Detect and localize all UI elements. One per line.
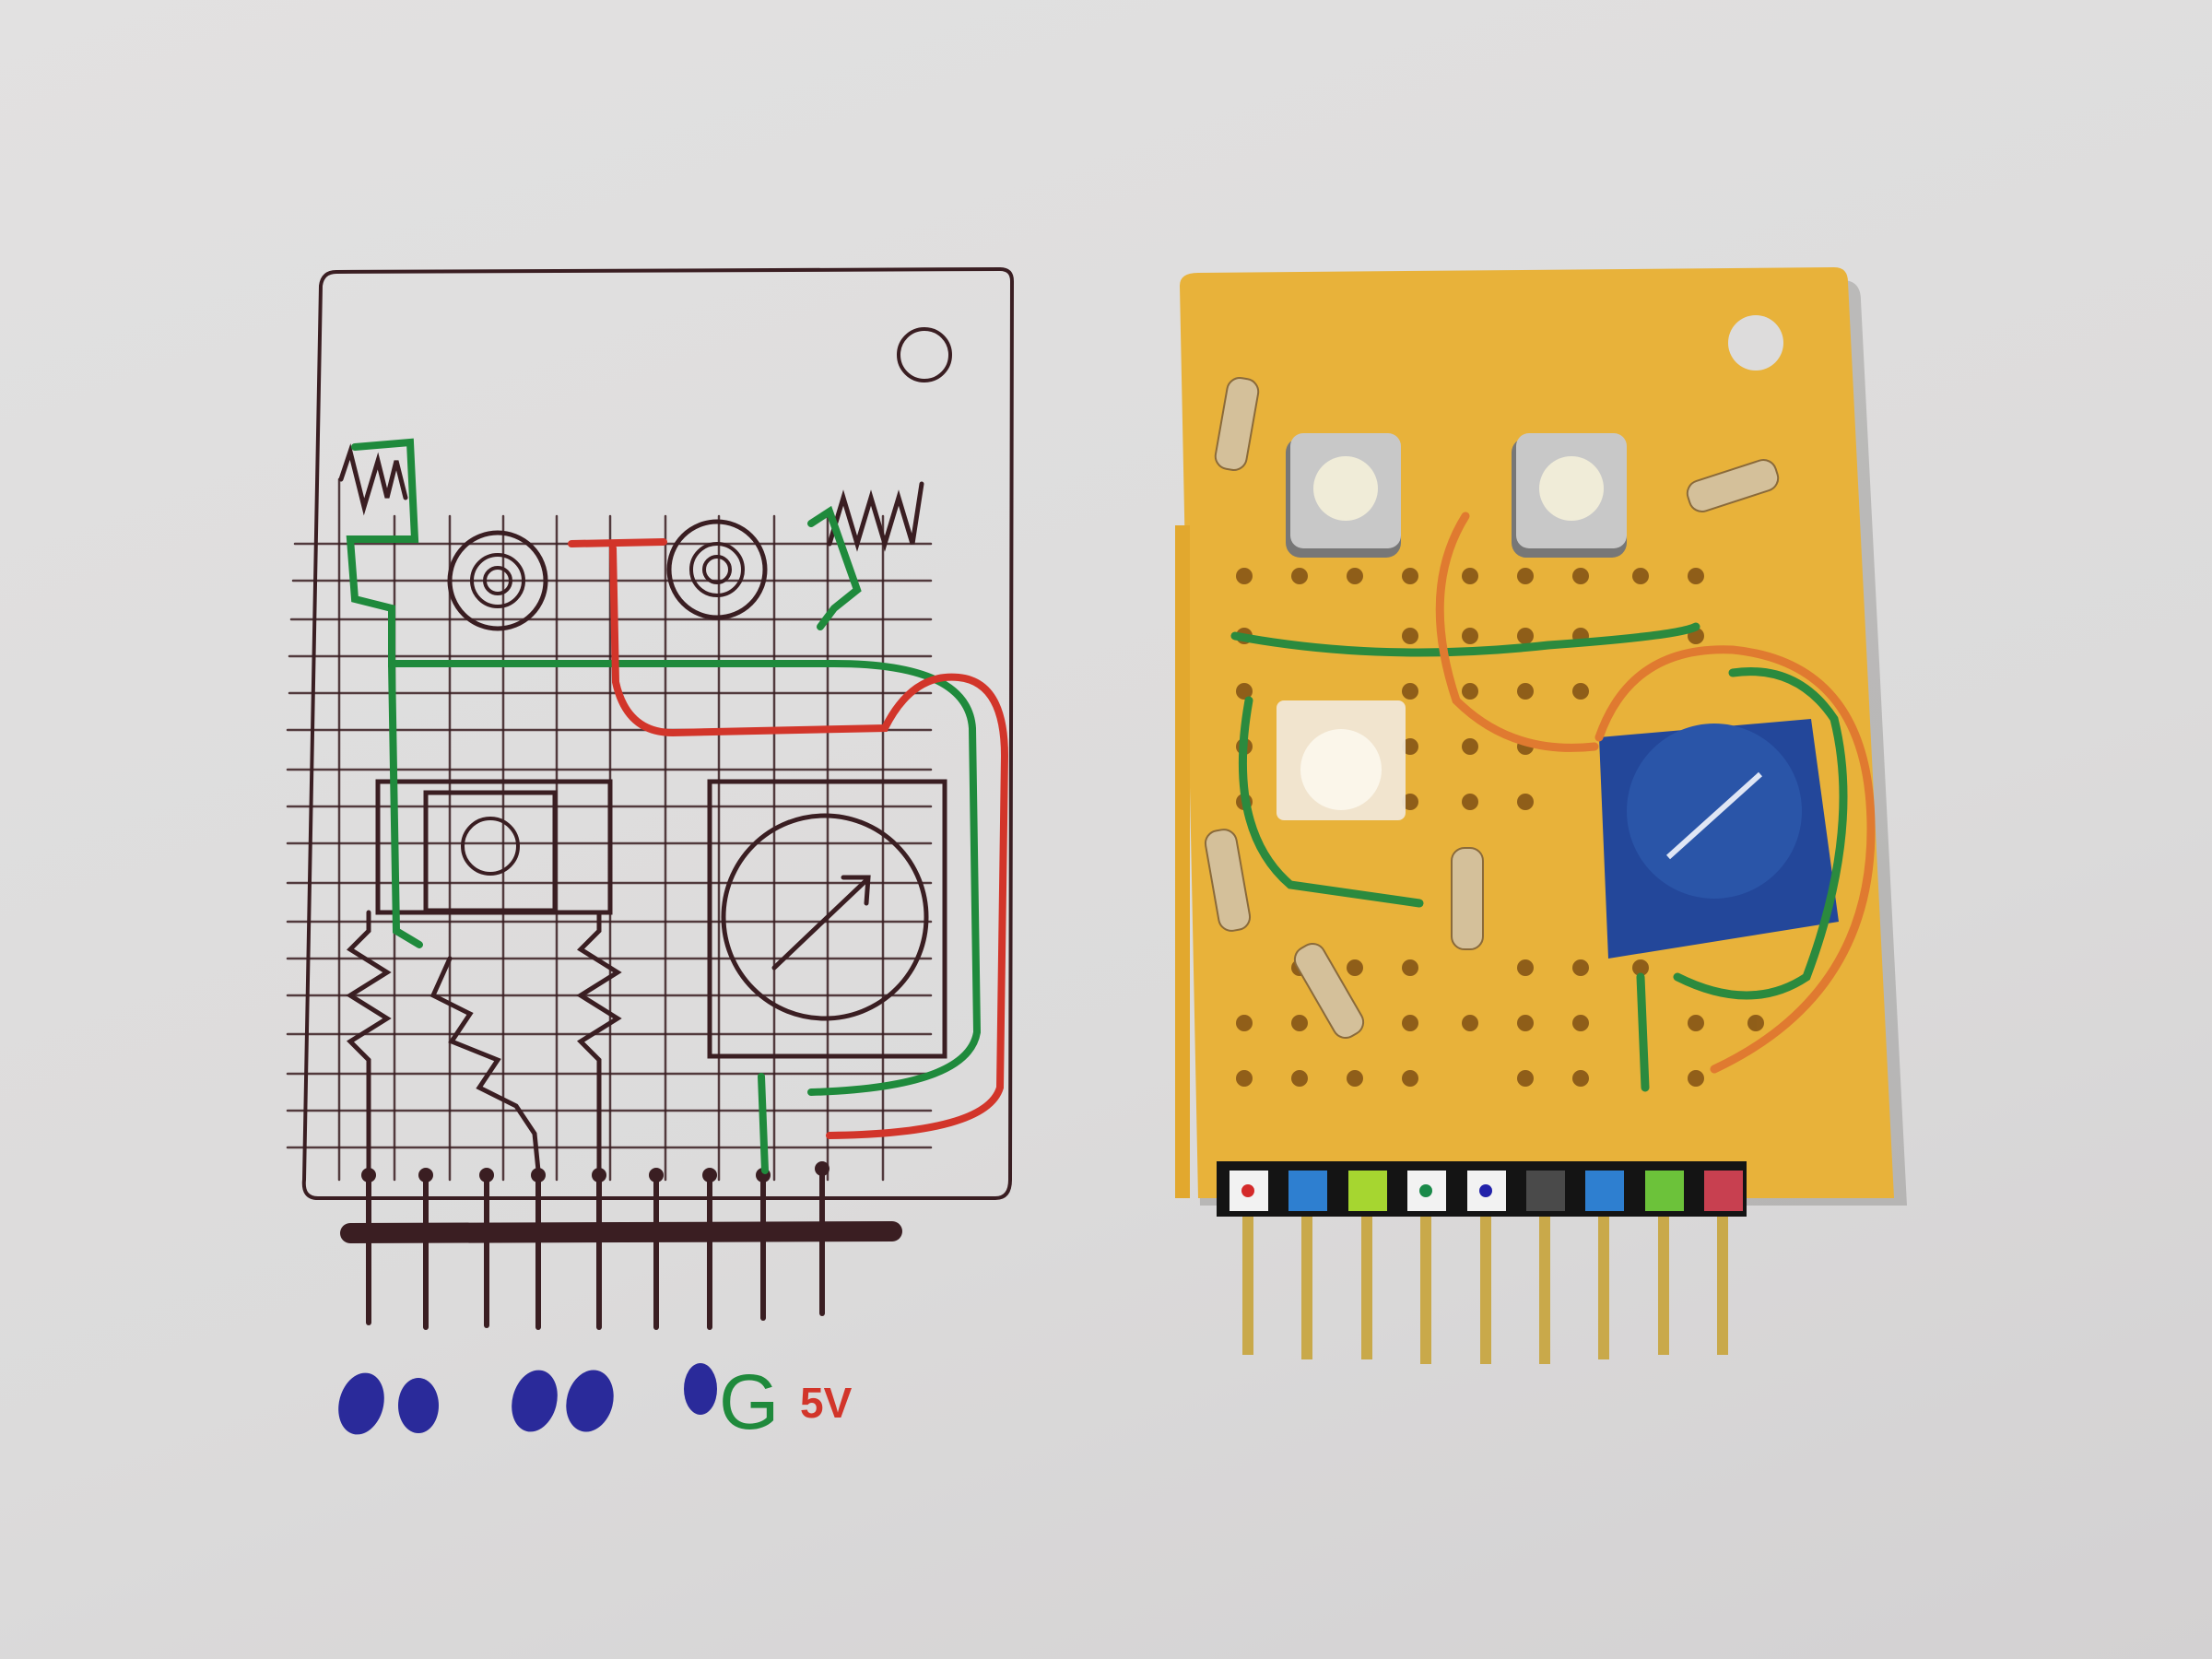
push-button-left	[1286, 433, 1401, 558]
potentiometer	[1599, 719, 1839, 959]
sketch-pin-labels: G 5V	[338, 1359, 853, 1445]
perfboard	[1175, 267, 1907, 1364]
ground-label: G	[719, 1359, 779, 1445]
pin-header	[1217, 1161, 1747, 1364]
power-label: 5V	[800, 1379, 853, 1427]
sketch-power-wires	[568, 538, 1009, 1139]
push-button-right	[1512, 433, 1627, 558]
resistors	[1204, 377, 1780, 1040]
sketch-ground-wires	[346, 438, 982, 1174]
led	[1277, 700, 1406, 820]
board-wires	[1230, 512, 1876, 1092]
